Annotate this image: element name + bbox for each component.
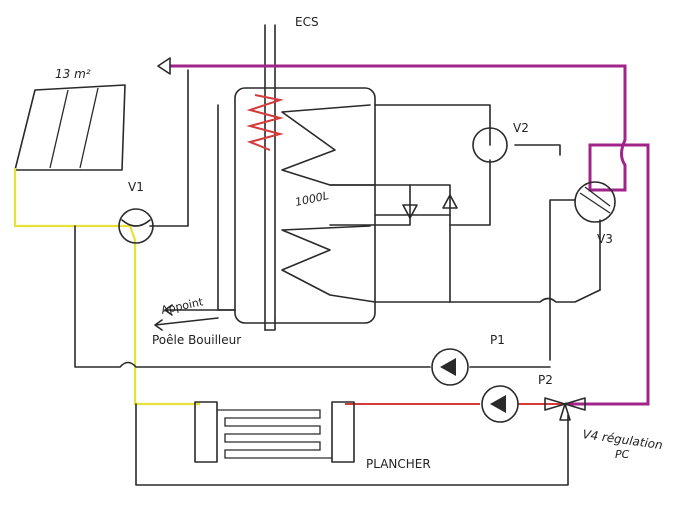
valve-v4 (544, 397, 586, 421)
valve-v2 (472, 127, 508, 163)
lower-exchanger (281, 225, 376, 303)
pump-p2-label: P2 (538, 373, 553, 387)
valve-v2-label: V2 (513, 121, 529, 135)
valve-v1 (118, 208, 154, 244)
valve-v3 (574, 181, 616, 223)
ecs-label: ECS (295, 15, 319, 29)
tank-pipes (329, 104, 601, 361)
heating-loop-pipe (170, 64, 650, 406)
upper-exchanger (281, 104, 376, 186)
valve-v1-label: V1 (128, 180, 144, 194)
appoint-arrows (154, 304, 236, 331)
pc-label: PC (615, 448, 630, 461)
ecs-pipes (264, 24, 276, 331)
pump-p2 (481, 385, 519, 423)
poele-label: Poêle Bouilleur (152, 333, 241, 347)
storage-tank (234, 87, 376, 324)
check-valve-right (442, 194, 458, 209)
solar-panel (14, 84, 126, 227)
plancher-label: PLANCHER (366, 457, 431, 471)
solar-loop-pipe (13, 168, 200, 406)
pump-p1-label: P1 (490, 333, 505, 347)
floor-heating (135, 401, 569, 486)
top-check-valve (157, 57, 171, 75)
valve-v3-label: V3 (597, 232, 613, 246)
pump-p1 (431, 348, 469, 386)
tank-volume-label: 1000L (294, 189, 330, 209)
panel-area-label: 13 m² (55, 67, 91, 81)
appoint-label: Appoint (160, 295, 205, 317)
ecs-coil (246, 94, 284, 151)
check-valve-left (402, 204, 418, 219)
